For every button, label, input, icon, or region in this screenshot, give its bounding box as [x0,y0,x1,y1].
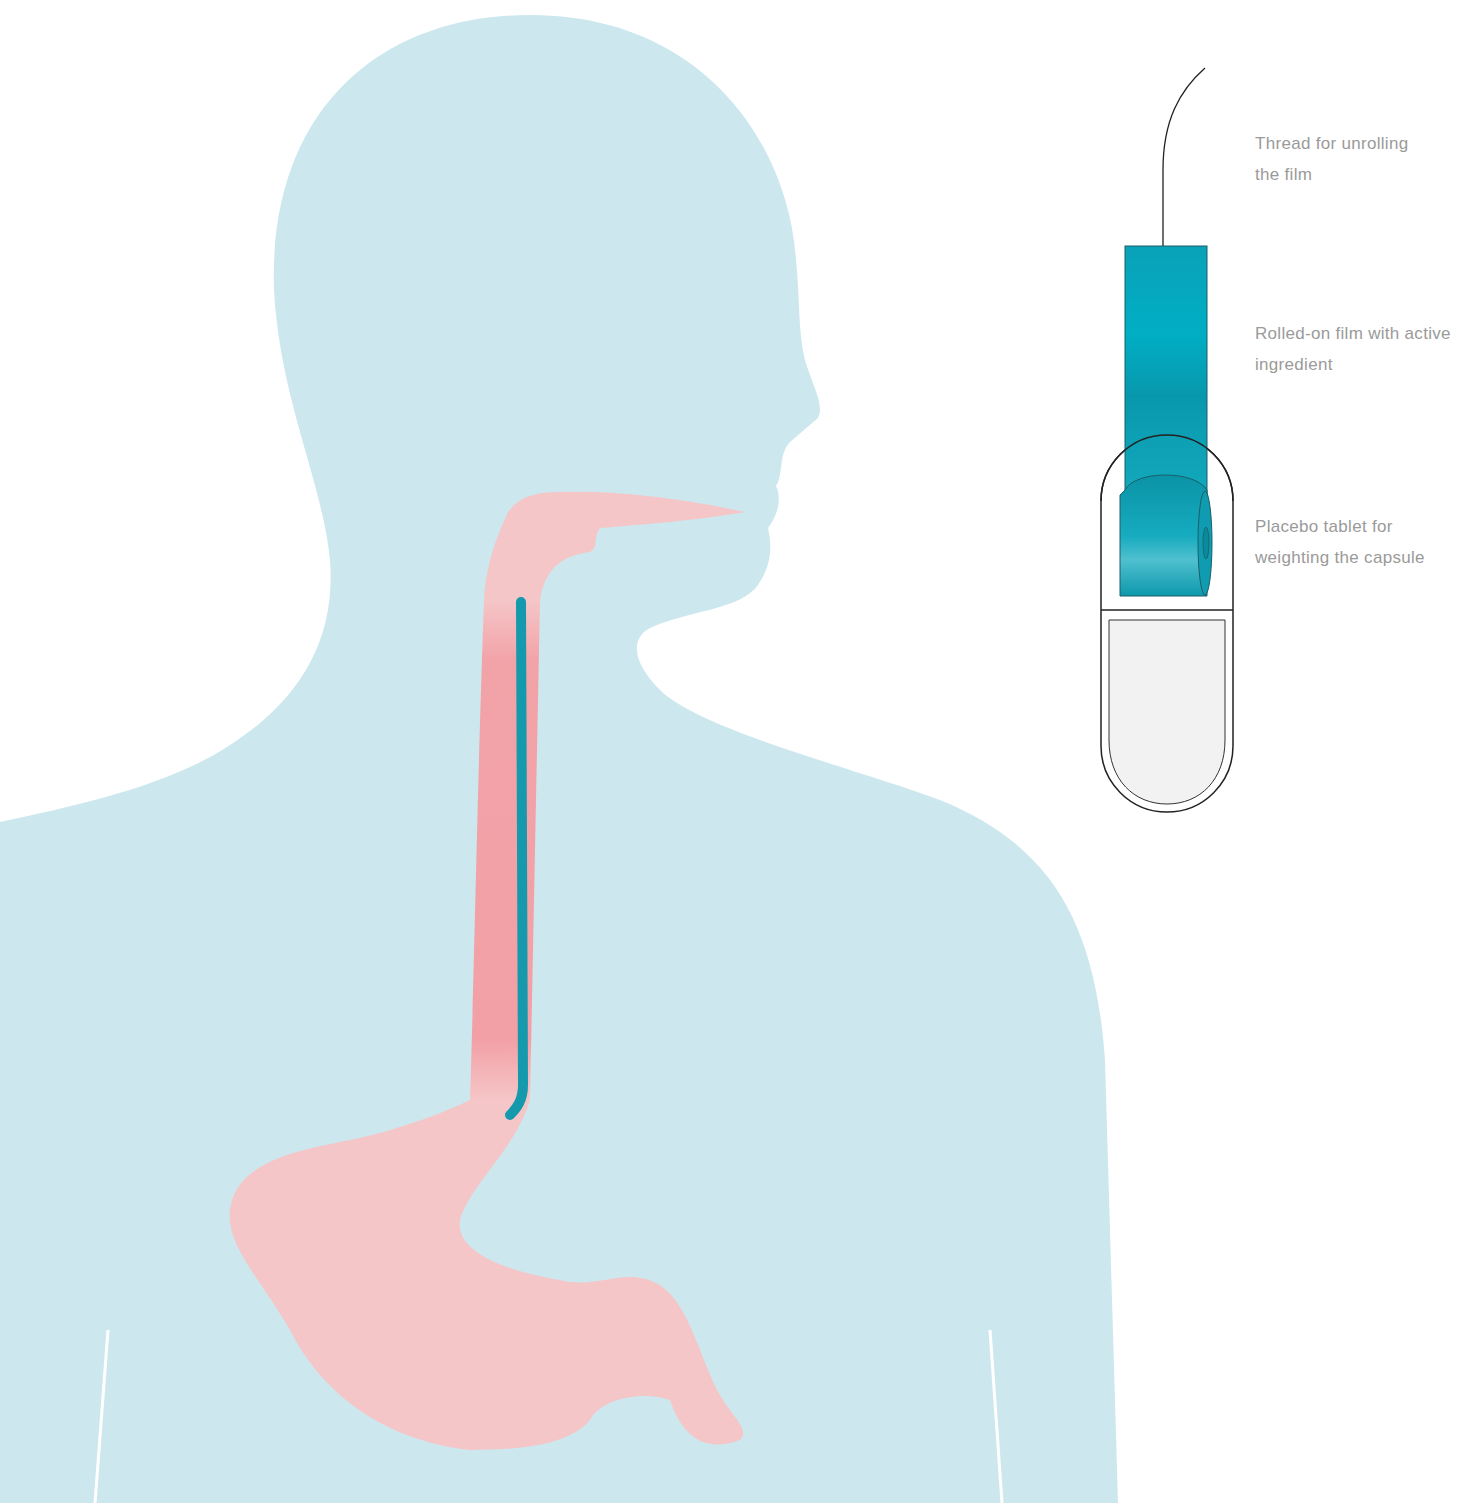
callout-label: Placebo tablet for weighting the capsule [1255,511,1455,573]
film-strip [510,602,523,1115]
placebo-tablet [1109,620,1225,804]
stomach [230,1100,744,1450]
film-strip [1125,246,1207,496]
callout-label: Thread for unrolling the film [1255,128,1420,190]
body-silhouette [0,15,1118,1503]
film-roll-core [1203,527,1209,559]
capsule [1101,435,1233,812]
thread [1163,68,1205,246]
film-roll-end [1198,491,1212,595]
callout-label: Rolled-on film with active ingredient [1255,318,1455,380]
film-roll [1120,475,1207,596]
esophagus [470,600,540,1100]
capsule-seam [1101,609,1233,611]
arm-gap [990,1330,1002,1503]
capsule-outline-over [1101,435,1233,501]
arm-gap [95,1330,108,1503]
mouth-pharynx [484,492,745,600]
